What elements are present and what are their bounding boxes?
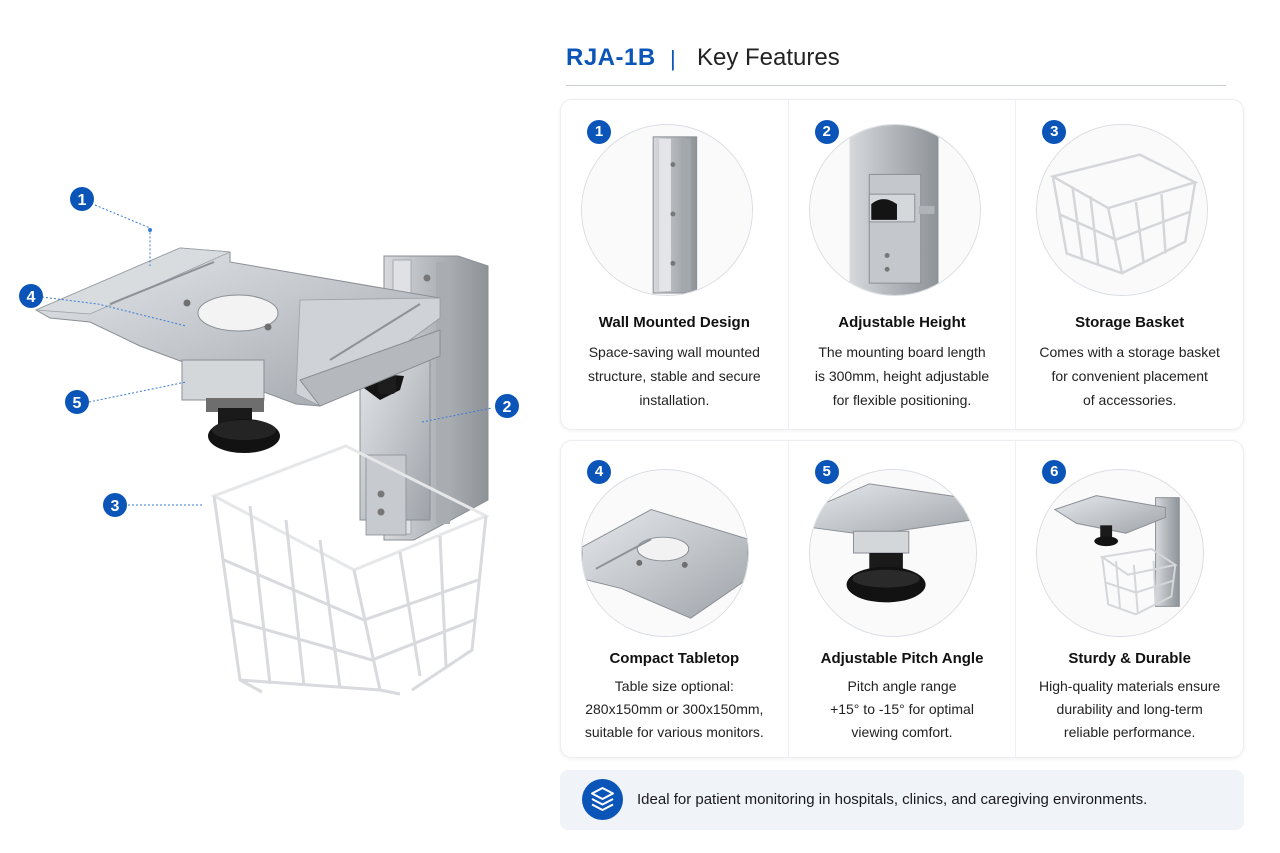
callout-badge: 1 bbox=[70, 187, 94, 211]
feature-image bbox=[1036, 469, 1205, 637]
features-row-bottom: 4 Compact Tabletop Table size optional:2… bbox=[560, 440, 1244, 758]
svg-text:3: 3 bbox=[111, 498, 120, 515]
tabletop-image bbox=[582, 470, 748, 636]
callout-badge: 4 bbox=[19, 284, 43, 308]
feature-card-storage-basket: 3 Storage Basket Comes with a storage ba… bbox=[1016, 100, 1243, 429]
feature-number-badge: 3 bbox=[1042, 120, 1067, 144]
svg-text:4: 4 bbox=[27, 289, 36, 306]
feature-title: Adjustable Pitch Angle bbox=[820, 650, 984, 667]
feature-description: Table size optional:280x150mm or 300x150… bbox=[584, 678, 764, 740]
feature-title: Sturdy & Durable bbox=[1068, 650, 1191, 667]
feature-image bbox=[808, 124, 981, 296]
layers-icon bbox=[582, 779, 623, 820]
feature-title: Wall Mounted Design bbox=[598, 314, 750, 331]
feature-card-adjustable-height: 2 Adjustable Height The mounting board l… bbox=[789, 100, 1017, 429]
feature-title: Storage Basket bbox=[1075, 314, 1185, 331]
wall-rail-image bbox=[582, 125, 752, 295]
feature-card-pitch-angle: 5 Adjustable Pitch Angle Pitch angle ran… bbox=[789, 441, 1017, 757]
features-row-top: 1 Wall Mounted Design Space-saving wall … bbox=[560, 99, 1244, 430]
product-illustration: 1 4 5 2 3 bbox=[0, 0, 560, 853]
banner-text: Ideal for patient monitoring in hospital… bbox=[637, 791, 1148, 808]
basket-image bbox=[1037, 125, 1208, 295]
wall-mount-bracket-image: 1 4 5 2 3 bbox=[19, 187, 519, 696]
callout-badge: 3 bbox=[103, 493, 127, 517]
section-header: RJA-1B | Key Features bbox=[566, 44, 1226, 86]
feature-image bbox=[1036, 124, 1209, 296]
feature-card-wall-mounted: 1 Wall Mounted Design Space-saving wall … bbox=[561, 100, 789, 429]
callout-badge: 5 bbox=[65, 390, 89, 414]
feature-image bbox=[581, 124, 753, 296]
feature-number-badge: 2 bbox=[814, 120, 839, 144]
feature-card-compact-tabletop: 4 Compact Tabletop Table size optional:2… bbox=[561, 441, 789, 757]
feature-number-badge: 5 bbox=[814, 460, 839, 484]
header-separator: | bbox=[670, 46, 676, 71]
pitch-knob-image bbox=[809, 470, 976, 636]
feature-image bbox=[808, 469, 977, 637]
feature-image bbox=[581, 469, 749, 637]
usage-banner: Ideal for patient monitoring in hospital… bbox=[560, 770, 1244, 830]
feature-title: Adjustable Height bbox=[838, 314, 966, 331]
full-mount-image bbox=[1037, 470, 1204, 636]
page-title: Key Features bbox=[697, 44, 840, 71]
svg-text:1: 1 bbox=[78, 192, 87, 209]
height-clamp-image bbox=[809, 125, 980, 295]
callout-badge: 2 bbox=[495, 394, 519, 418]
feature-number-badge: 1 bbox=[587, 120, 611, 144]
feature-description: Pitch angle range+15° to -15° for optima… bbox=[830, 678, 974, 740]
feature-title: Compact Tabletop bbox=[609, 650, 740, 667]
model-name: RJA-1B bbox=[566, 44, 656, 71]
feature-number-badge: 4 bbox=[587, 460, 611, 484]
feature-card-sturdy-durable: 6 Sturdy & Durable High-quality material… bbox=[1016, 441, 1243, 757]
svg-text:2: 2 bbox=[503, 399, 512, 416]
feature-number-badge: 6 bbox=[1042, 460, 1067, 484]
svg-text:5: 5 bbox=[73, 395, 82, 412]
